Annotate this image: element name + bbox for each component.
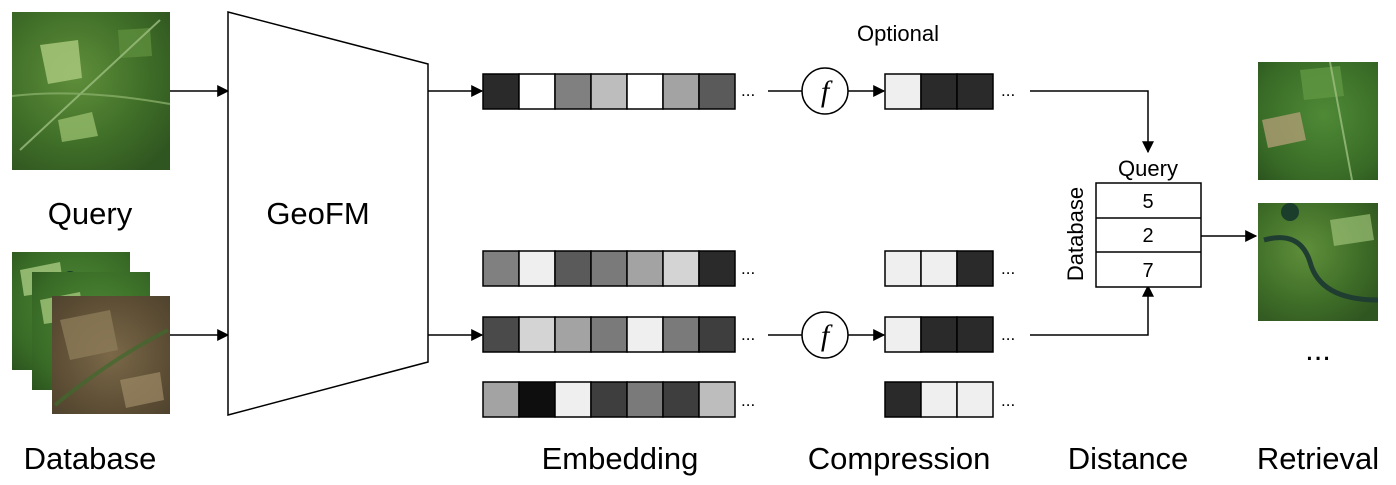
embedding-cell [482,250,520,287]
compressed-cell [884,381,922,418]
compressed-cell [920,250,958,287]
database-embedding-vector [482,381,736,418]
database-embedding-vector [482,316,736,353]
query-compressed-vector [884,73,994,110]
embedding-cell [698,73,736,110]
retrieved-satellite-image [1258,203,1379,321]
embedding-cell [554,250,592,287]
database-compressed-vector [884,316,994,353]
distance-table [1095,182,1202,288]
embedding-cell [590,250,628,287]
embedding-cell [698,250,736,287]
compressed-cell [920,381,958,418]
embedding-cell [518,381,556,418]
embedding-cell [626,250,664,287]
retrieval-label: Retrieval [1257,441,1379,476]
compressed-cell [884,316,922,353]
embedding-cell [590,381,628,418]
embedding-cell [662,250,700,287]
embedding-cell [662,73,700,110]
embedding-cell [518,316,556,353]
database-label: Database [24,441,157,476]
query-to-distance-arrow [1030,90,1154,154]
ellipsis: ... [1001,391,1015,410]
database-compressed-vector [884,250,994,287]
embedding-cell [554,316,592,353]
query-label: Query [48,196,133,231]
ellipsis: ... [1001,259,1015,278]
distance-cell: 5 [1142,191,1153,213]
compressed-cell [884,73,922,110]
compressed-cell [956,316,994,353]
ellipsis: ... [741,325,755,344]
database-embedding-vector [482,250,736,287]
embedding-cell [590,316,628,353]
database-compressed-vector [884,381,994,418]
geofm-encoder-shape [227,11,429,416]
embedding-cell [518,73,556,110]
embedding-cell [554,381,592,418]
query-embedding-vector [482,73,736,110]
ellipsis: ... [1001,81,1015,100]
embedding-cell [662,316,700,353]
distance-row-header: Database [1063,187,1088,281]
distance-cell: 2 [1142,225,1153,247]
ellipsis: ... [741,81,755,100]
query-satellite-image [11,12,171,170]
database-to-distance-arrow [1030,284,1154,336]
ellipsis: ... [741,391,755,410]
compressed-cell [884,250,922,287]
compressed-cell [956,250,994,287]
distance-cell: 7 [1142,260,1153,282]
embedding-cell [698,316,736,353]
ellipsis: ... [741,259,755,278]
compressed-cell [956,73,994,110]
distance-column-header: Query [1118,156,1178,181]
compression-label: Compression [808,441,991,476]
database-satellite-images [12,252,170,414]
embedding-label: Embedding [542,441,699,476]
embedding-cell [626,381,664,418]
compressed-cell [956,381,994,418]
embedding-cell [698,381,736,418]
compressed-cell [920,73,958,110]
geofm-label: GeoFM [266,196,369,231]
embedding-cell [590,73,628,110]
more-results-ellipsis: ... [1305,332,1331,367]
ellipsis: ... [1001,325,1015,344]
embedding-cell [662,381,700,418]
distance-label: Distance [1068,441,1189,476]
compressed-cell [920,316,958,353]
embedding-cell [554,73,592,110]
embedding-cell [482,73,520,110]
embedding-cell [482,316,520,353]
embedding-cell [518,250,556,287]
optional-label: Optional [857,21,939,46]
embedding-cell [482,381,520,418]
embedding-cell [626,73,664,110]
embedding-cell [626,316,664,353]
retrieved-satellite-image [1258,61,1378,181]
